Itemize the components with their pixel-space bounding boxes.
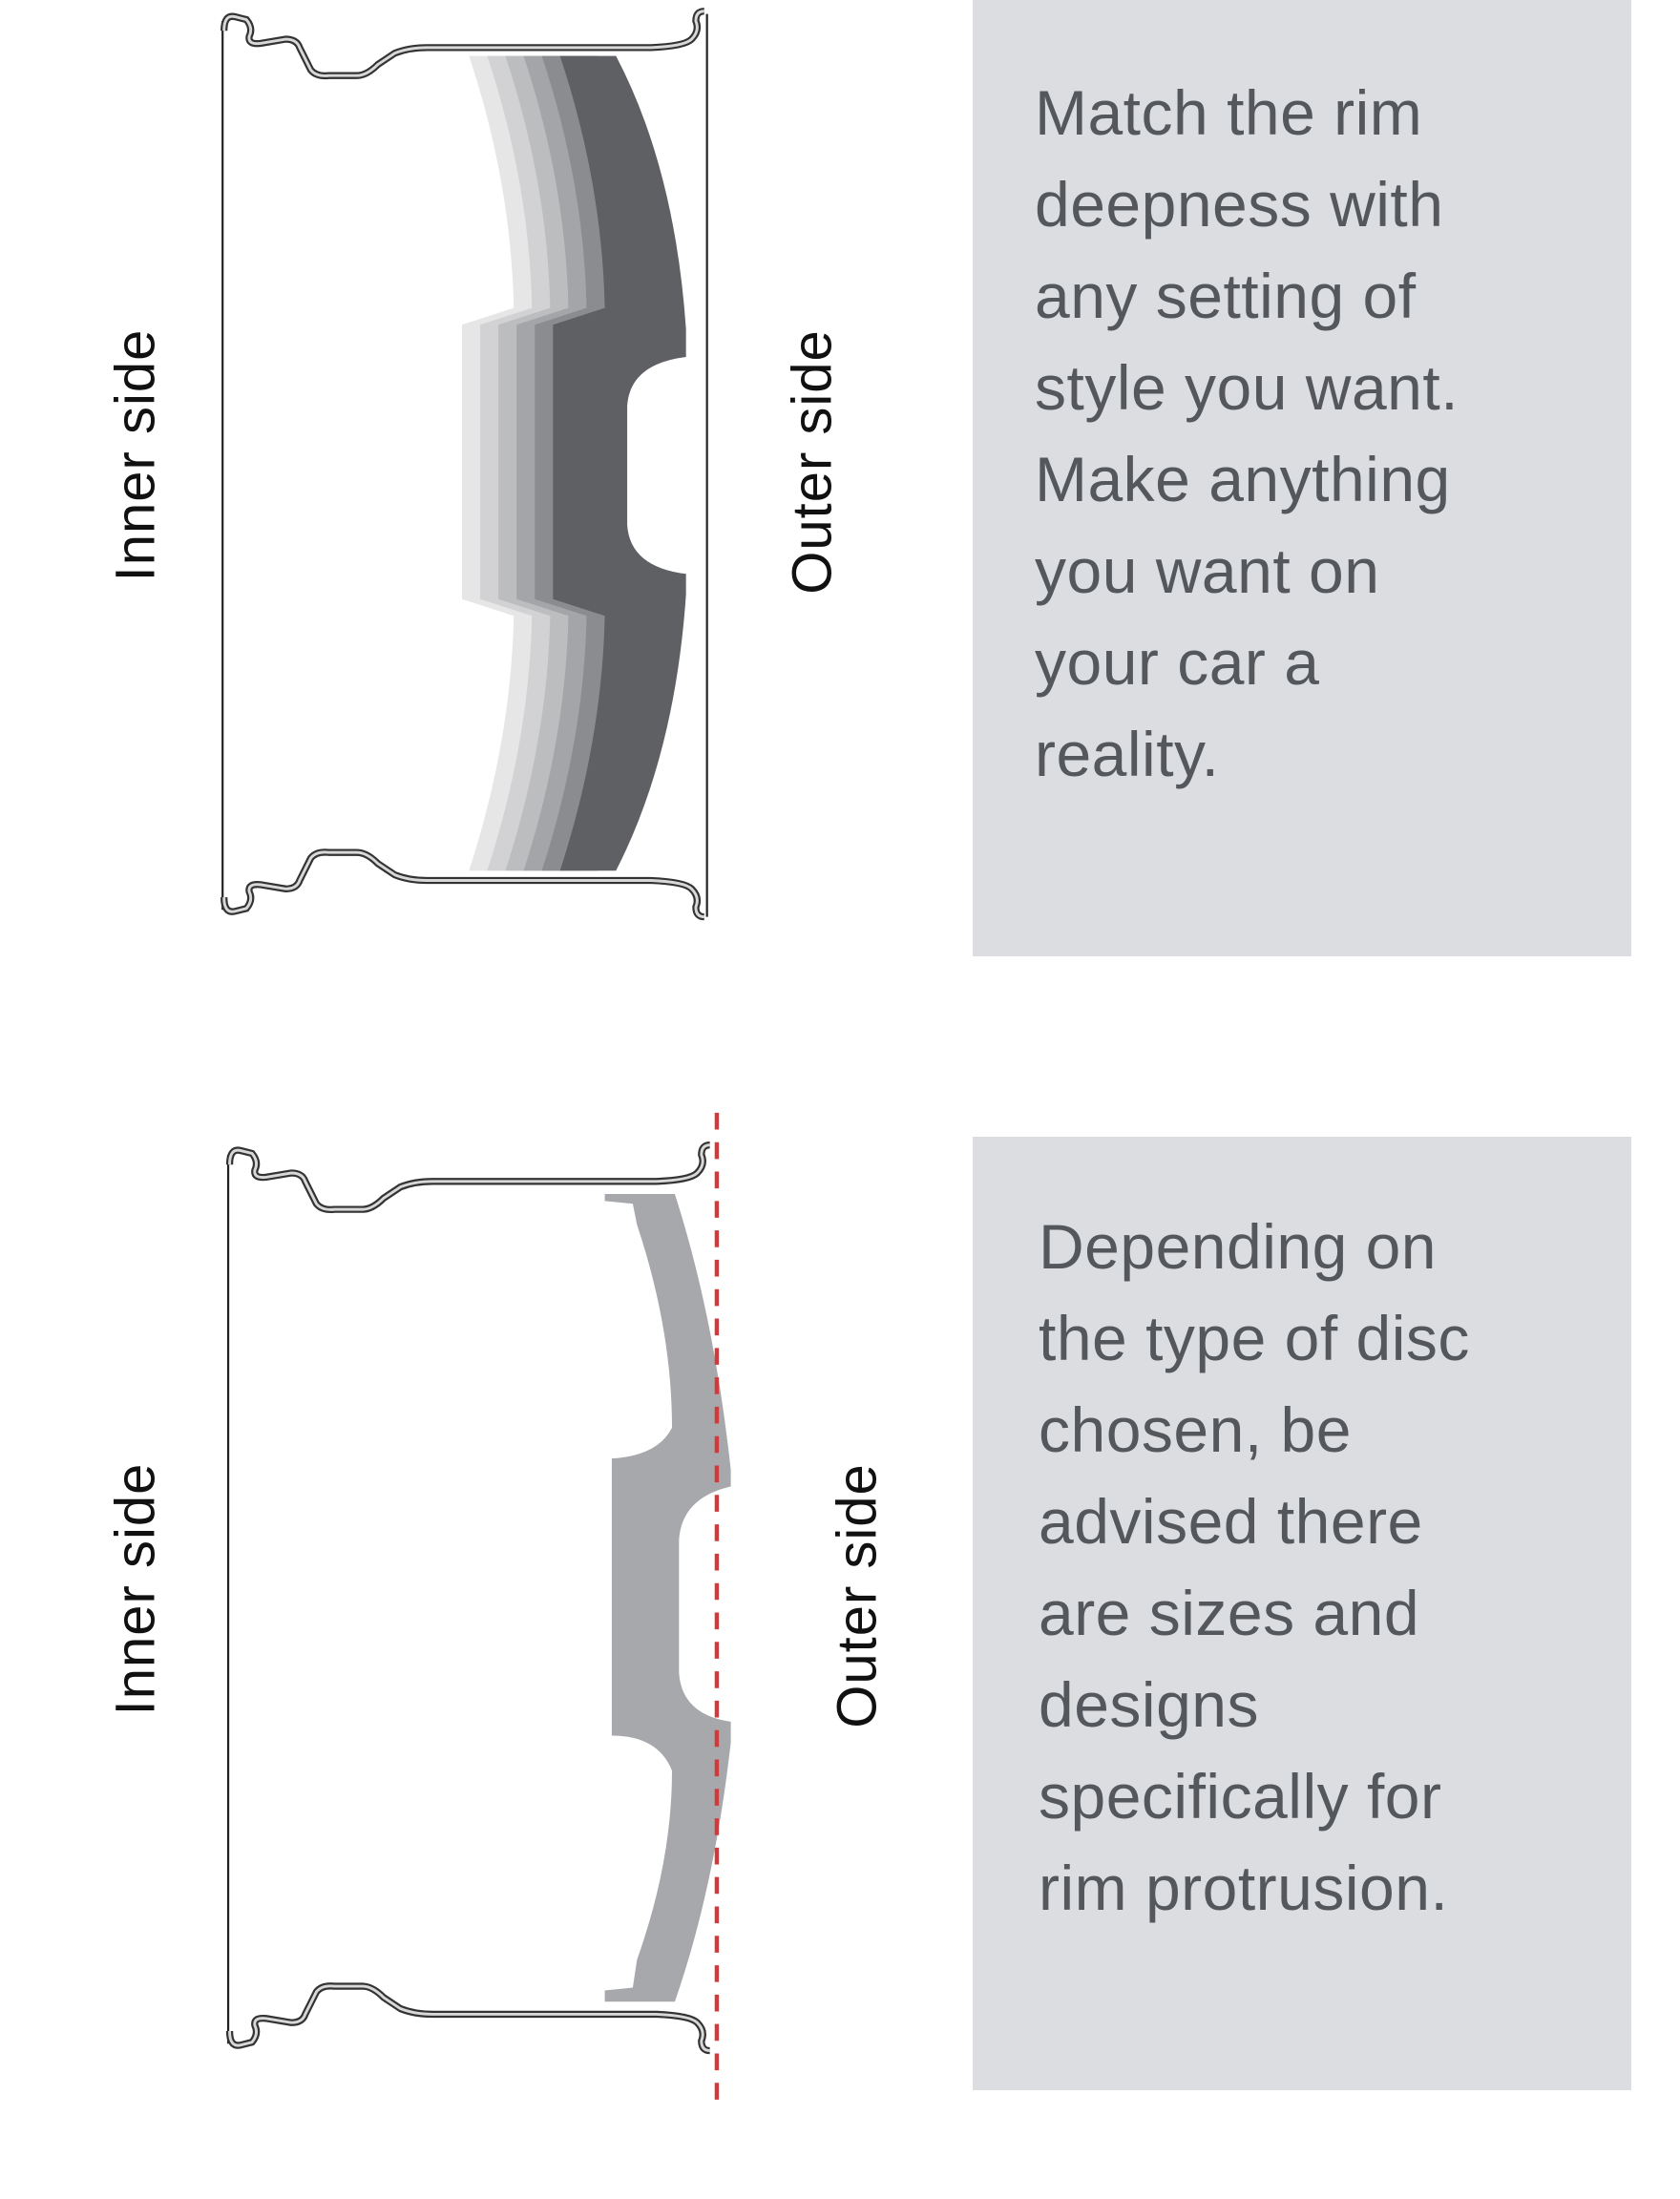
text-line: rim protrusion. <box>1039 1853 1449 1923</box>
outer-side-label: Outer side <box>826 1463 889 1728</box>
disc-shape <box>604 1193 731 2002</box>
text-line: chosen, be <box>1039 1394 1352 1465</box>
text-line: Depending on <box>1039 1211 1438 1282</box>
description-text-2: Depending on the type of disc chosen, be… <box>1039 1201 1470 1934</box>
inner-side-label: Inner side <box>104 1462 167 1716</box>
rim-diagram-2 <box>228 1112 731 2103</box>
text-line: are sizes and <box>1039 1578 1420 1648</box>
text-line: your car a <box>1035 627 1320 698</box>
rim-outline <box>228 1145 710 2051</box>
text-line: designs <box>1039 1669 1259 1740</box>
text-line: specifically for <box>1039 1761 1442 1832</box>
text-line: you want on <box>1035 535 1380 606</box>
rim-outline <box>222 11 708 917</box>
text-line: Make anything <box>1035 444 1451 514</box>
description-panel-2 <box>973 1137 1631 2090</box>
text-line: reality. <box>1035 719 1220 789</box>
text-line: Match the rim <box>1035 77 1423 148</box>
outer-side-label: Outer side <box>781 329 844 595</box>
text-line: style you want. <box>1035 352 1460 423</box>
disc-depth-layers <box>462 55 686 871</box>
rim-diagram-1 <box>222 11 708 917</box>
description-panel-1 <box>973 0 1631 956</box>
text-line: the type of disc <box>1039 1303 1470 1373</box>
inner-side-label: Inner side <box>104 328 167 582</box>
text-line: advised there <box>1039 1486 1423 1557</box>
description-text-1: Match the rim deepness with any setting … <box>1035 67 1459 800</box>
text-line: deepness with <box>1035 169 1444 240</box>
text-line: any setting of <box>1035 261 1417 331</box>
